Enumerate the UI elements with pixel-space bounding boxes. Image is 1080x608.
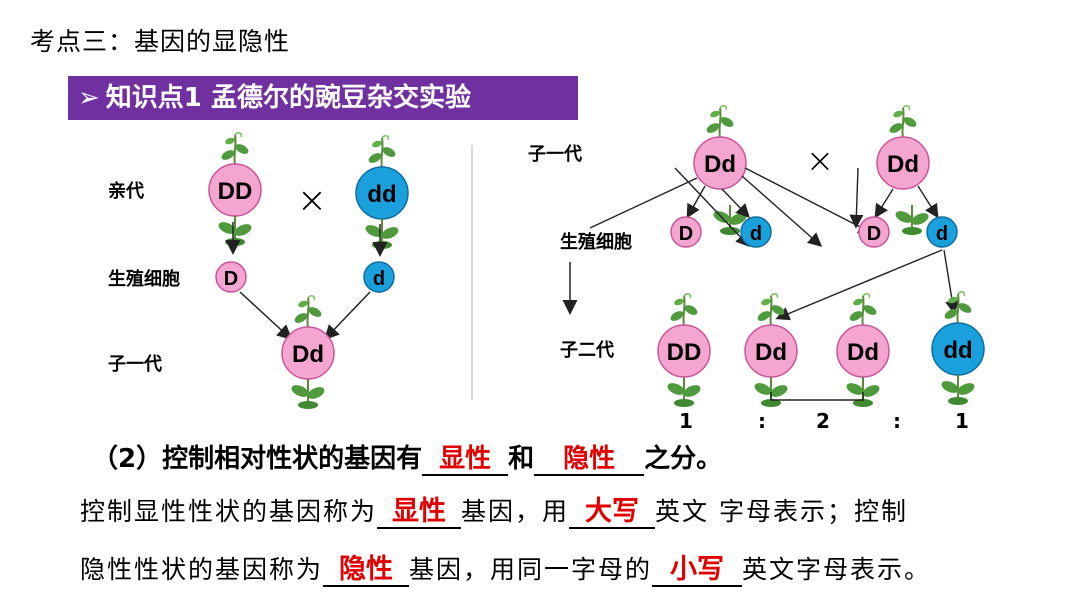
right-gamete-label: 生殖细胞: [560, 231, 632, 253]
right-gamete3-circle: [858, 216, 890, 248]
right-gamete4-allele: d: [936, 223, 948, 245]
right-parent2-genotype: Dd: [887, 151, 919, 178]
ratio-value-1: 1: [679, 409, 693, 433]
plant-roots-icon: [892, 204, 932, 236]
plant-roots-icon: [664, 376, 704, 408]
plant-sprout-icon: [667, 292, 701, 327]
left-parent2-genotype: dd: [367, 181, 396, 208]
right-gamete2-allele: d: [750, 223, 762, 245]
right-parent1-circle: [693, 136, 747, 190]
ratio-value-2: 2: [816, 409, 830, 433]
section-title: 考点三：基因的显隐性: [30, 27, 291, 56]
line1-text-a: （2）控制相对性状的基因有: [92, 444, 423, 474]
left-parent-label: 亲代: [108, 180, 144, 202]
left-f1-label: 子一代: [108, 354, 162, 375]
answer-blank-dominant: 显性: [422, 445, 509, 476]
left-offspring-genotype: Dd: [292, 341, 324, 368]
plant-sprout-icon: [218, 131, 252, 166]
line2-text-a: 控制显性性状的基因称为: [80, 497, 378, 526]
left-cross-symbol: ×: [297, 180, 327, 221]
line1-text-c: 之分。: [644, 444, 723, 474]
ratio-colon-2: :: [893, 409, 901, 433]
right-cross-symbol: ×: [806, 141, 835, 181]
ratio-value-3: 1: [955, 409, 969, 433]
answer-blank-dominant-gene: 显性: [377, 497, 462, 529]
right-offspring2-genotype: Dd: [755, 339, 787, 366]
plant-sprout-icon: [365, 134, 399, 169]
plant-roots-icon: [938, 374, 978, 406]
line3-text-a: 隐性性状的基因称为: [80, 555, 324, 584]
fill-in-line-2: 控制显性性状的基因称为显性基因，用大写英文 字母表示；控制: [80, 492, 908, 529]
left-gamete1-circle: [215, 261, 247, 293]
answer-blank-recessive-gene: 隐性: [323, 555, 410, 587]
right-gamete2-circle: [740, 216, 772, 248]
right-offspring3-genotype: Dd: [847, 339, 879, 366]
plant-roots-icon: [362, 218, 402, 250]
line2-text-c: 英文 字母表示；控制: [655, 497, 908, 526]
right-f1-label: 子一代: [528, 144, 582, 165]
left-parent1-genotype: DD: [218, 178, 253, 205]
plant-sprout-icon: [941, 290, 975, 325]
knowledge-point-banner: ➢知识点1 孟德尔的豌豆杂交实验: [68, 76, 578, 120]
plant-roots-icon: [288, 378, 328, 410]
plant-roots-icon: [215, 215, 255, 247]
line1-text-b: 和: [508, 444, 535, 474]
right-parent1-genotype: Dd: [704, 151, 736, 178]
right-f2-label: 子二代: [560, 340, 614, 361]
right-gamete3-allele: D: [867, 223, 881, 245]
right-parent2-circle: [876, 136, 930, 190]
right-gamete4-circle: [926, 216, 958, 248]
line3-text-b: 基因，用同一字母的: [409, 555, 653, 584]
fill-in-line-3: 隐性性状的基因称为隐性基因，用同一字母的小写英文字母表示。: [80, 550, 931, 587]
plant-sprout-icon: [754, 292, 788, 327]
answer-blank-uppercase: 大写: [569, 497, 656, 529]
ratio-bracket: [770, 392, 864, 401]
plant-sprout-icon: [291, 294, 325, 329]
banner-title: 知识点1 孟德尔的豌豆杂交实验: [105, 83, 471, 113]
plant-sprout-icon: [703, 104, 737, 139]
line3-text-c: 英文字母表示。: [742, 555, 932, 584]
left-gamete2-allele: d: [373, 268, 385, 290]
left-gamete1-allele: D: [224, 268, 238, 290]
right-offspring1-genotype: DD: [667, 339, 702, 366]
fill-in-line-1: （2）控制相对性状的基因有显性和隐性之分。: [92, 438, 722, 476]
answer-blank-recessive: 隐性: [534, 445, 645, 476]
answer-blank-lowercase: 小写: [652, 555, 743, 587]
left-gamete-label: 生殖细胞: [108, 268, 180, 290]
plant-sprout-icon: [846, 292, 880, 327]
right-gamete1-allele: D: [679, 223, 693, 245]
left-gamete2-circle: [363, 261, 395, 293]
line2-text-b: 基因，用: [461, 497, 570, 526]
arrow-bullet-icon: ➢: [78, 83, 100, 113]
ratio-colon-1: :: [758, 409, 766, 433]
plant-sprout-icon: [886, 104, 920, 139]
right-offspring4-genotype: dd: [943, 337, 972, 364]
right-gamete1-circle: [670, 216, 702, 248]
